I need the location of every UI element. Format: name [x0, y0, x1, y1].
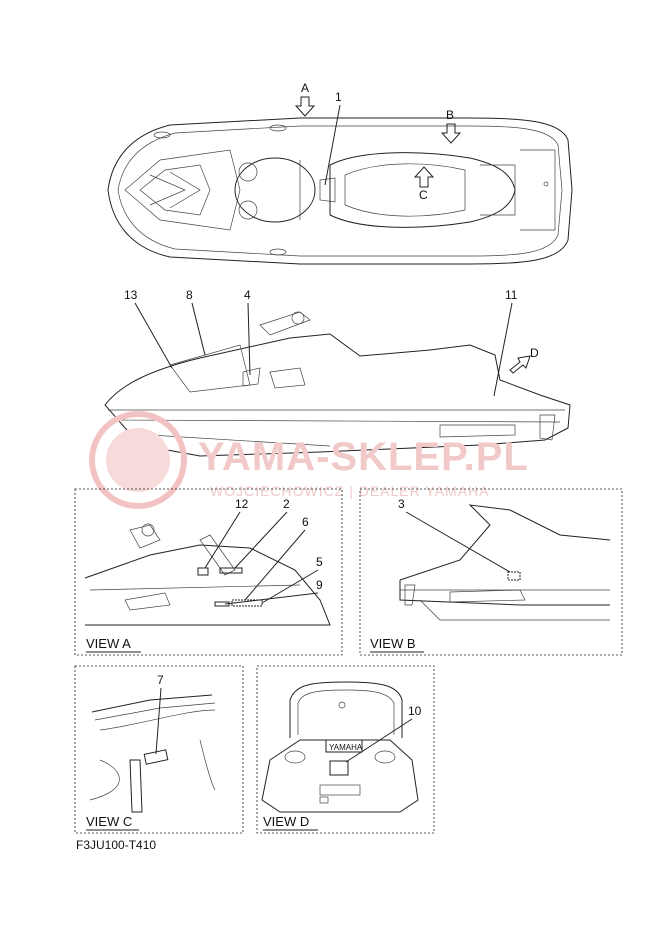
yamaha-badge: YAMAHA — [329, 743, 363, 752]
svg-text:B: B — [446, 108, 454, 122]
callout-10: 10 — [408, 704, 422, 718]
svg-text:D: D — [530, 346, 539, 360]
view-b-panel — [359, 488, 623, 656]
side-view-watercraft — [104, 311, 571, 457]
view-a-drawing — [84, 523, 331, 626]
view-marker-c: C — [413, 166, 435, 202]
watermark-brand: YAMA-SKLEP.PL — [198, 435, 529, 479]
view-marker-d: D — [509, 346, 539, 374]
callout-7: 7 — [157, 673, 164, 687]
callout-3: 3 — [398, 497, 405, 511]
view-marker-b: B — [440, 108, 462, 144]
svg-text:A: A — [301, 81, 309, 95]
view-d-panel — [256, 665, 435, 834]
view-c-panel — [74, 665, 244, 834]
view-b-label: VIEW B — [370, 636, 416, 651]
callout-1: 1 — [335, 90, 342, 104]
callout-9: 9 — [316, 578, 323, 592]
view-a-label: VIEW A — [86, 636, 131, 651]
view-a-panel — [74, 488, 343, 656]
watermark: YAMA-SKLEP.PL WOJCIECHOWICZ | DEALER YAM… — [89, 411, 529, 509]
view-marker-a: A — [294, 81, 316, 117]
svg-text:C: C — [419, 188, 428, 202]
callout-8: 8 — [186, 288, 193, 302]
callout-6: 6 — [302, 515, 309, 529]
callout-12: 12 — [235, 497, 249, 511]
view-c-label: VIEW C — [86, 814, 132, 829]
figure-code: F3JU100-T410 — [76, 838, 157, 852]
callout-13: 13 — [124, 288, 138, 302]
callout-11: 11 — [505, 288, 518, 302]
callout-4: 4 — [244, 288, 251, 302]
view-c-drawing — [89, 694, 216, 813]
callout-2: 2 — [283, 497, 290, 511]
callout-5: 5 — [316, 555, 323, 569]
watermark-tagline: WOJCIECHOWICZ | DEALER YAMAHA — [210, 483, 489, 499]
view-d-label: VIEW D — [263, 814, 309, 829]
view-d-drawing: YAMAHA — [261, 681, 419, 813]
view-b-drawing — [399, 504, 611, 621]
top-view-watercraft — [107, 117, 573, 265]
